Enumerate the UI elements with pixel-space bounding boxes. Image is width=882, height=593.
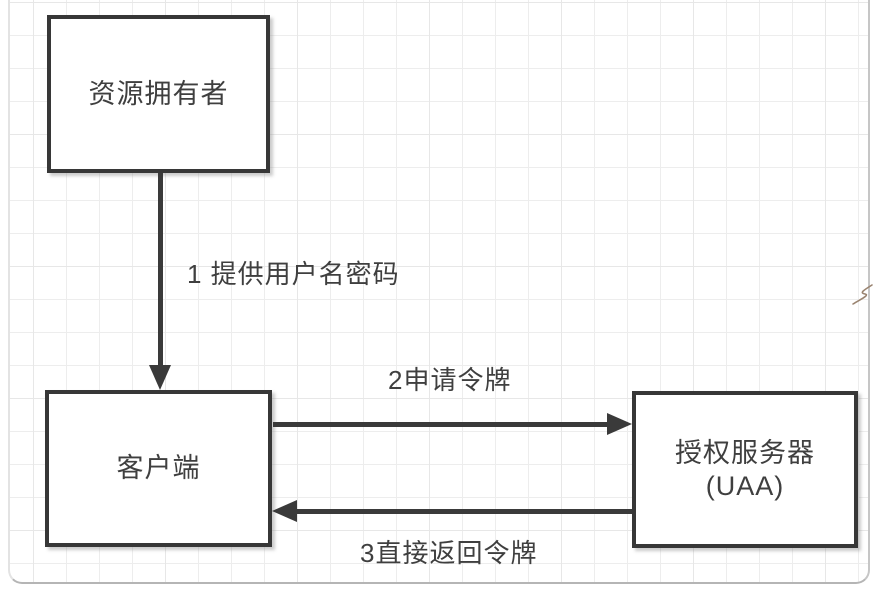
edge-step1-line <box>158 173 163 368</box>
node-client-label: 客户端 <box>116 453 201 483</box>
edge-step1-label: 1 提供用户名密码 <box>187 259 400 289</box>
edge-step3-line <box>295 509 632 514</box>
arrowhead-down-icon <box>149 365 171 390</box>
edge-step3-label: 3直接返回令牌 <box>360 538 538 568</box>
node-auth-server-label-line2: (UAA) <box>705 470 785 501</box>
edge-step2-line <box>273 422 609 427</box>
edge-step2-label: 2申请令牌 <box>388 365 512 395</box>
arrowhead-right-icon <box>607 413 632 435</box>
pen-scribble-artifact <box>852 284 873 305</box>
node-resource-owner-label: 资源拥有者 <box>88 78 229 109</box>
node-auth-server: 授权服务器 (UAA) <box>632 391 858 548</box>
node-auth-server-label-line1: 授权服务器 <box>675 437 815 468</box>
node-resource-owner: 资源拥有者 <box>47 15 270 173</box>
arrowhead-left-icon <box>272 500 297 522</box>
node-client: 客户端 <box>45 390 272 547</box>
